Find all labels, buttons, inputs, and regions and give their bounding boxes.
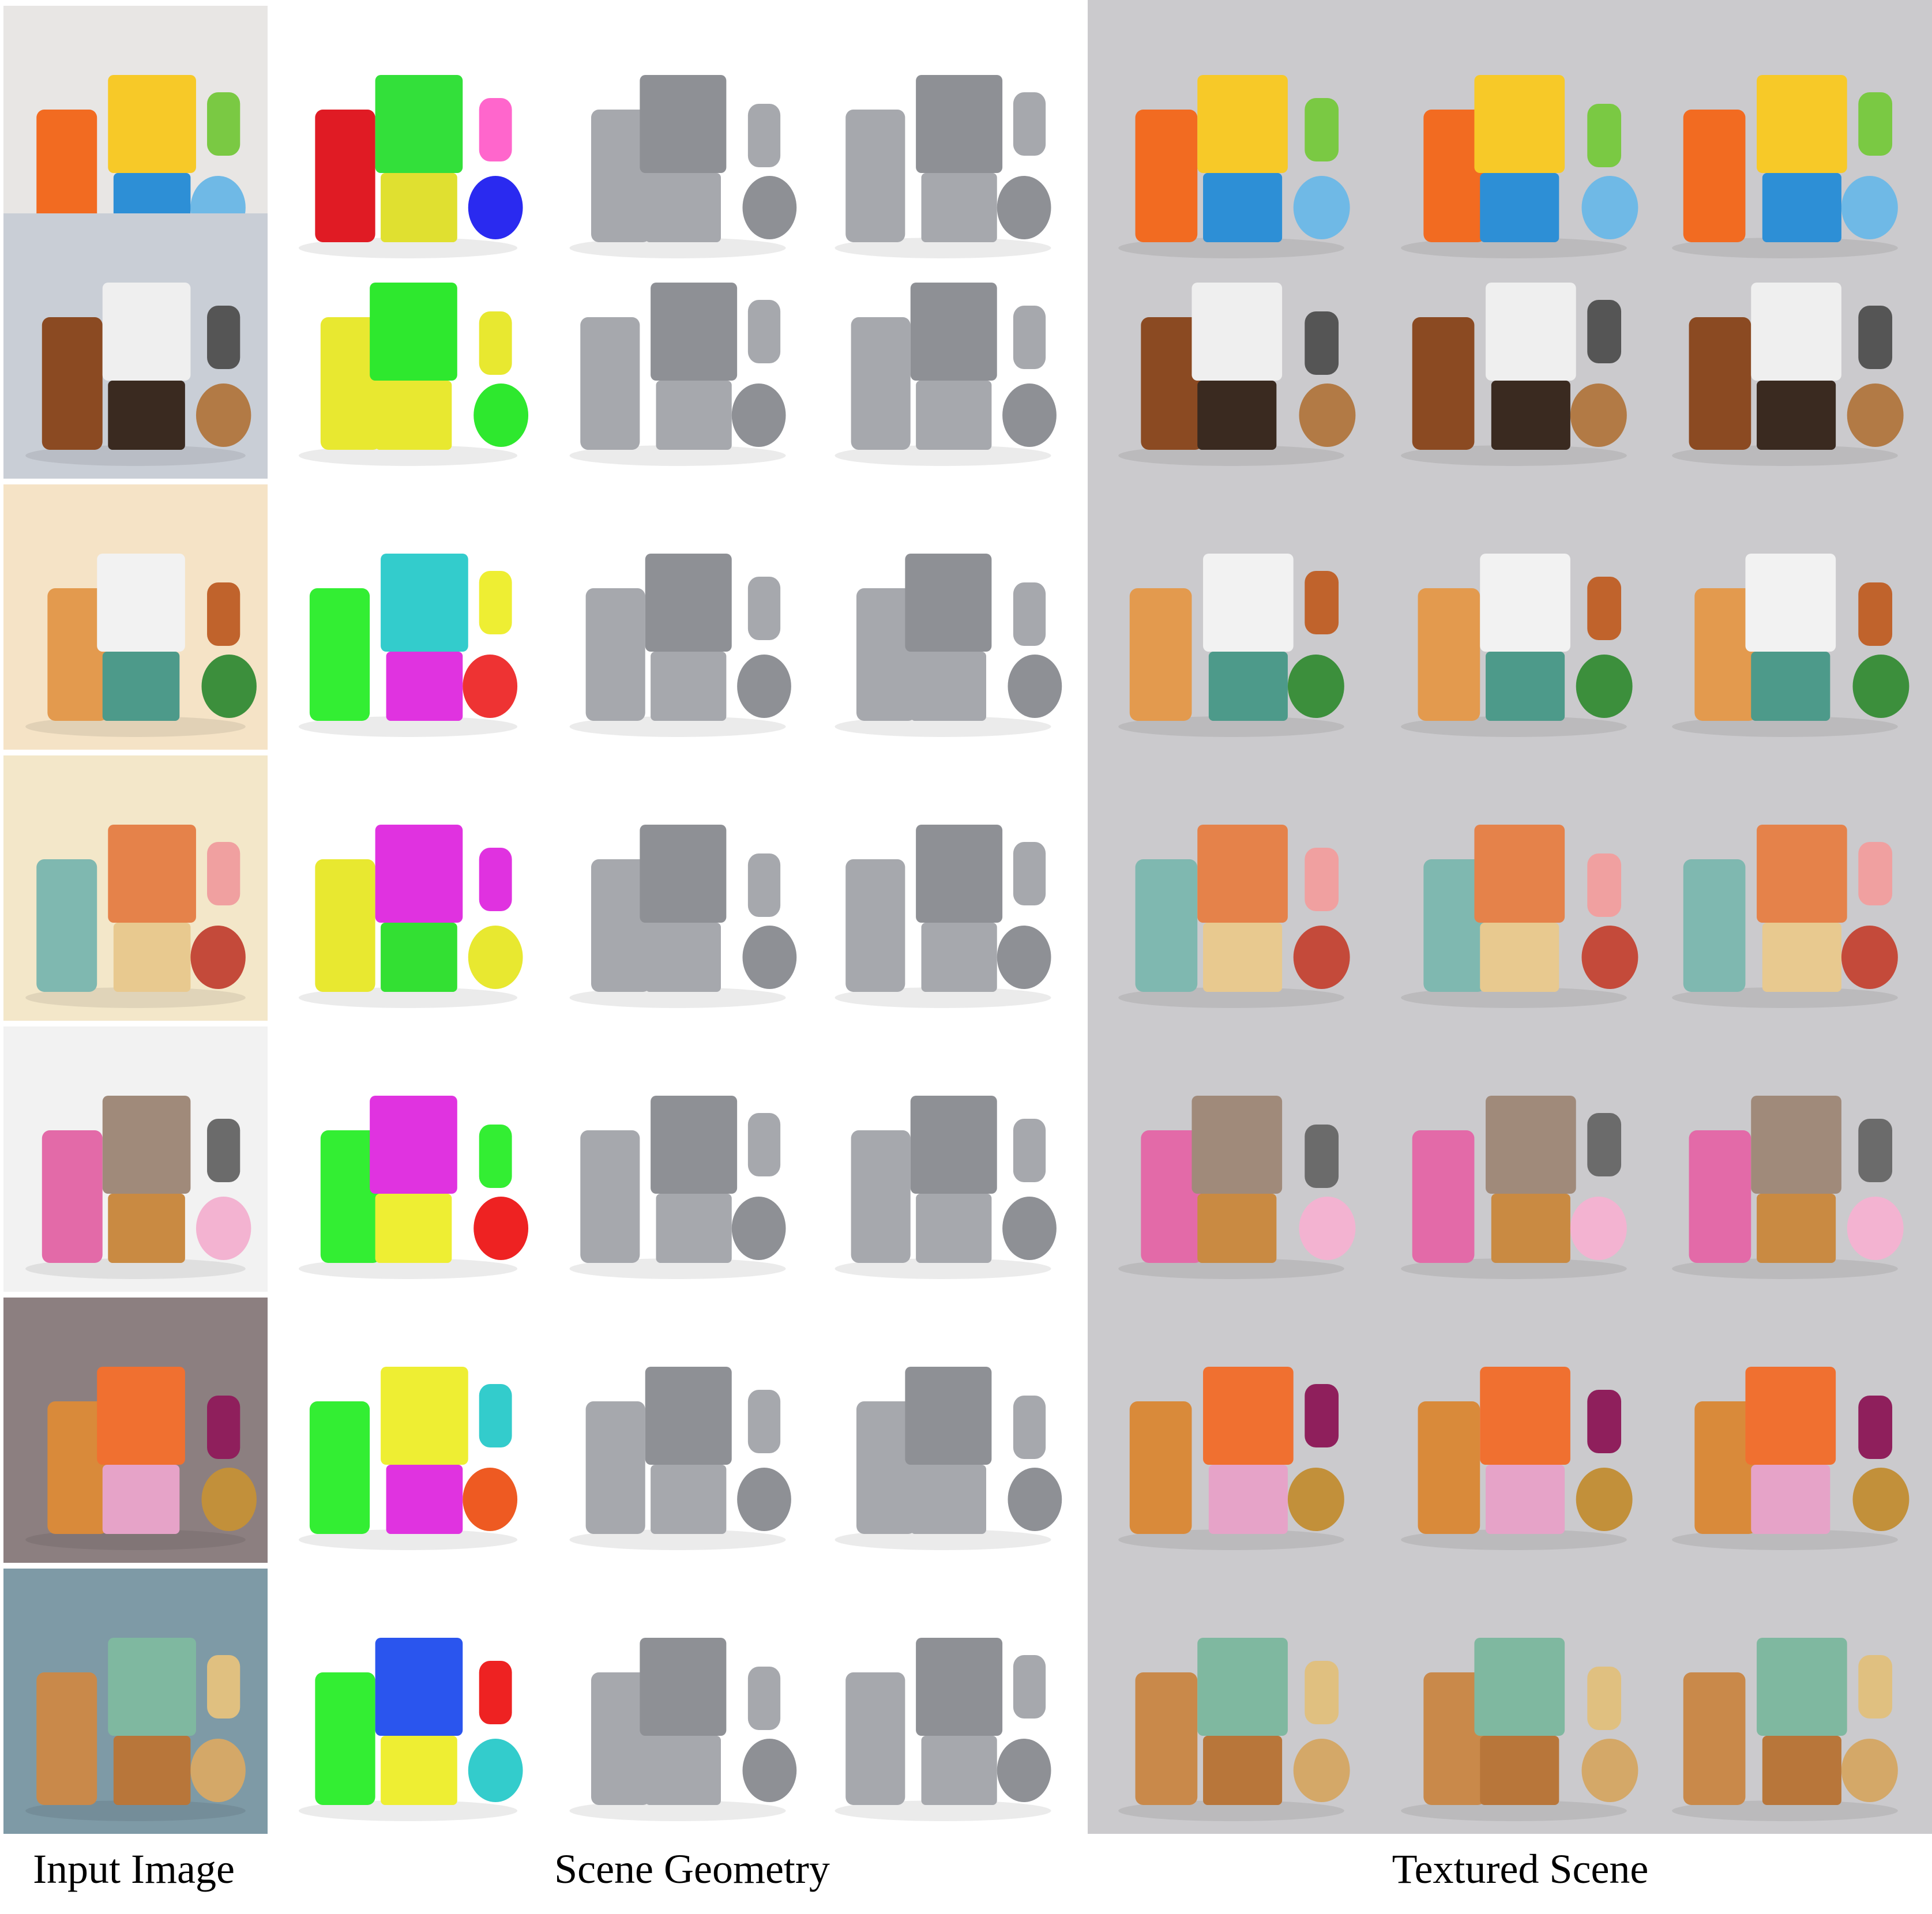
astronaut-horse-segmented-geometry: [277, 213, 539, 479]
caption-scene-geometry: Scene Geometry: [554, 1846, 830, 1892]
jeep-house-girl-textured-view-1: [1096, 755, 1367, 1021]
living-room-lamp-textured-view-1: [1096, 1298, 1367, 1563]
jeep-house-girl-segmented-geometry: [277, 755, 539, 1021]
living-room-lamp-geometry-view-2: [813, 1298, 1073, 1563]
wardrobe-room-geometry-view-1: [548, 1569, 807, 1834]
wardrobe-room-input-image: [3, 1569, 268, 1834]
bedroom-mirror-input-image: [3, 484, 268, 750]
desk-objects-geometry-view-1: [548, 6, 807, 271]
bedroom-mirror-textured-view-2: [1378, 484, 1649, 750]
bedroom-mirror-geometry-view-1: [548, 484, 807, 750]
desk-objects-segmented-geometry: [277, 6, 539, 271]
living-room-lamp-geometry-view-1: [548, 1298, 807, 1563]
living-room-lamp-input-image: [3, 1298, 268, 1563]
caption-textured-scene: Textured Scene: [1392, 1846, 1649, 1892]
bedroom-mirror-textured-view-1: [1096, 484, 1367, 750]
astronaut-horse-textured-view-3: [1649, 213, 1920, 479]
pink-bedroom-geometry-view-2: [813, 1026, 1073, 1292]
pink-bedroom-segmented-geometry: [277, 1026, 539, 1292]
bedroom-mirror-segmented-geometry: [277, 484, 539, 750]
desk-objects-textured-view-1: [1096, 6, 1367, 271]
living-room-lamp-textured-view-2: [1378, 1298, 1649, 1563]
jeep-house-girl-geometry-view-2: [813, 755, 1073, 1021]
astronaut-horse-geometry-view-2: [813, 213, 1073, 479]
astronaut-horse-geometry-view-1: [548, 213, 807, 479]
wardrobe-room-geometry-view-2: [813, 1569, 1073, 1834]
astronaut-horse-input-image: [3, 213, 268, 479]
caption-input-image: Input Image: [33, 1846, 235, 1892]
astronaut-horse-textured-view-2: [1378, 213, 1649, 479]
pink-bedroom-geometry-view-1: [548, 1026, 807, 1292]
jeep-house-girl-textured-view-3: [1649, 755, 1920, 1021]
pink-bedroom-textured-view-1: [1096, 1026, 1367, 1292]
astronaut-horse-textured-view-1: [1096, 213, 1367, 479]
pink-bedroom-input-image: [3, 1026, 268, 1292]
desk-objects-geometry-view-2: [813, 6, 1073, 271]
wardrobe-room-textured-view-2: [1378, 1569, 1649, 1834]
desk-objects-textured-view-2: [1378, 6, 1649, 271]
bedroom-mirror-textured-view-3: [1649, 484, 1920, 750]
wardrobe-room-textured-view-1: [1096, 1569, 1367, 1834]
wardrobe-room-textured-view-3: [1649, 1569, 1920, 1834]
jeep-house-girl-input-image: [3, 755, 268, 1021]
desk-objects-textured-view-3: [1649, 6, 1920, 271]
pink-bedroom-textured-view-2: [1378, 1026, 1649, 1292]
jeep-house-girl-geometry-view-1: [548, 755, 807, 1021]
living-room-lamp-segmented-geometry: [277, 1298, 539, 1563]
living-room-lamp-textured-view-3: [1649, 1298, 1920, 1563]
pink-bedroom-textured-view-3: [1649, 1026, 1920, 1292]
wardrobe-room-segmented-geometry: [277, 1569, 539, 1834]
jeep-house-girl-textured-view-2: [1378, 755, 1649, 1021]
bedroom-mirror-geometry-view-2: [813, 484, 1073, 750]
